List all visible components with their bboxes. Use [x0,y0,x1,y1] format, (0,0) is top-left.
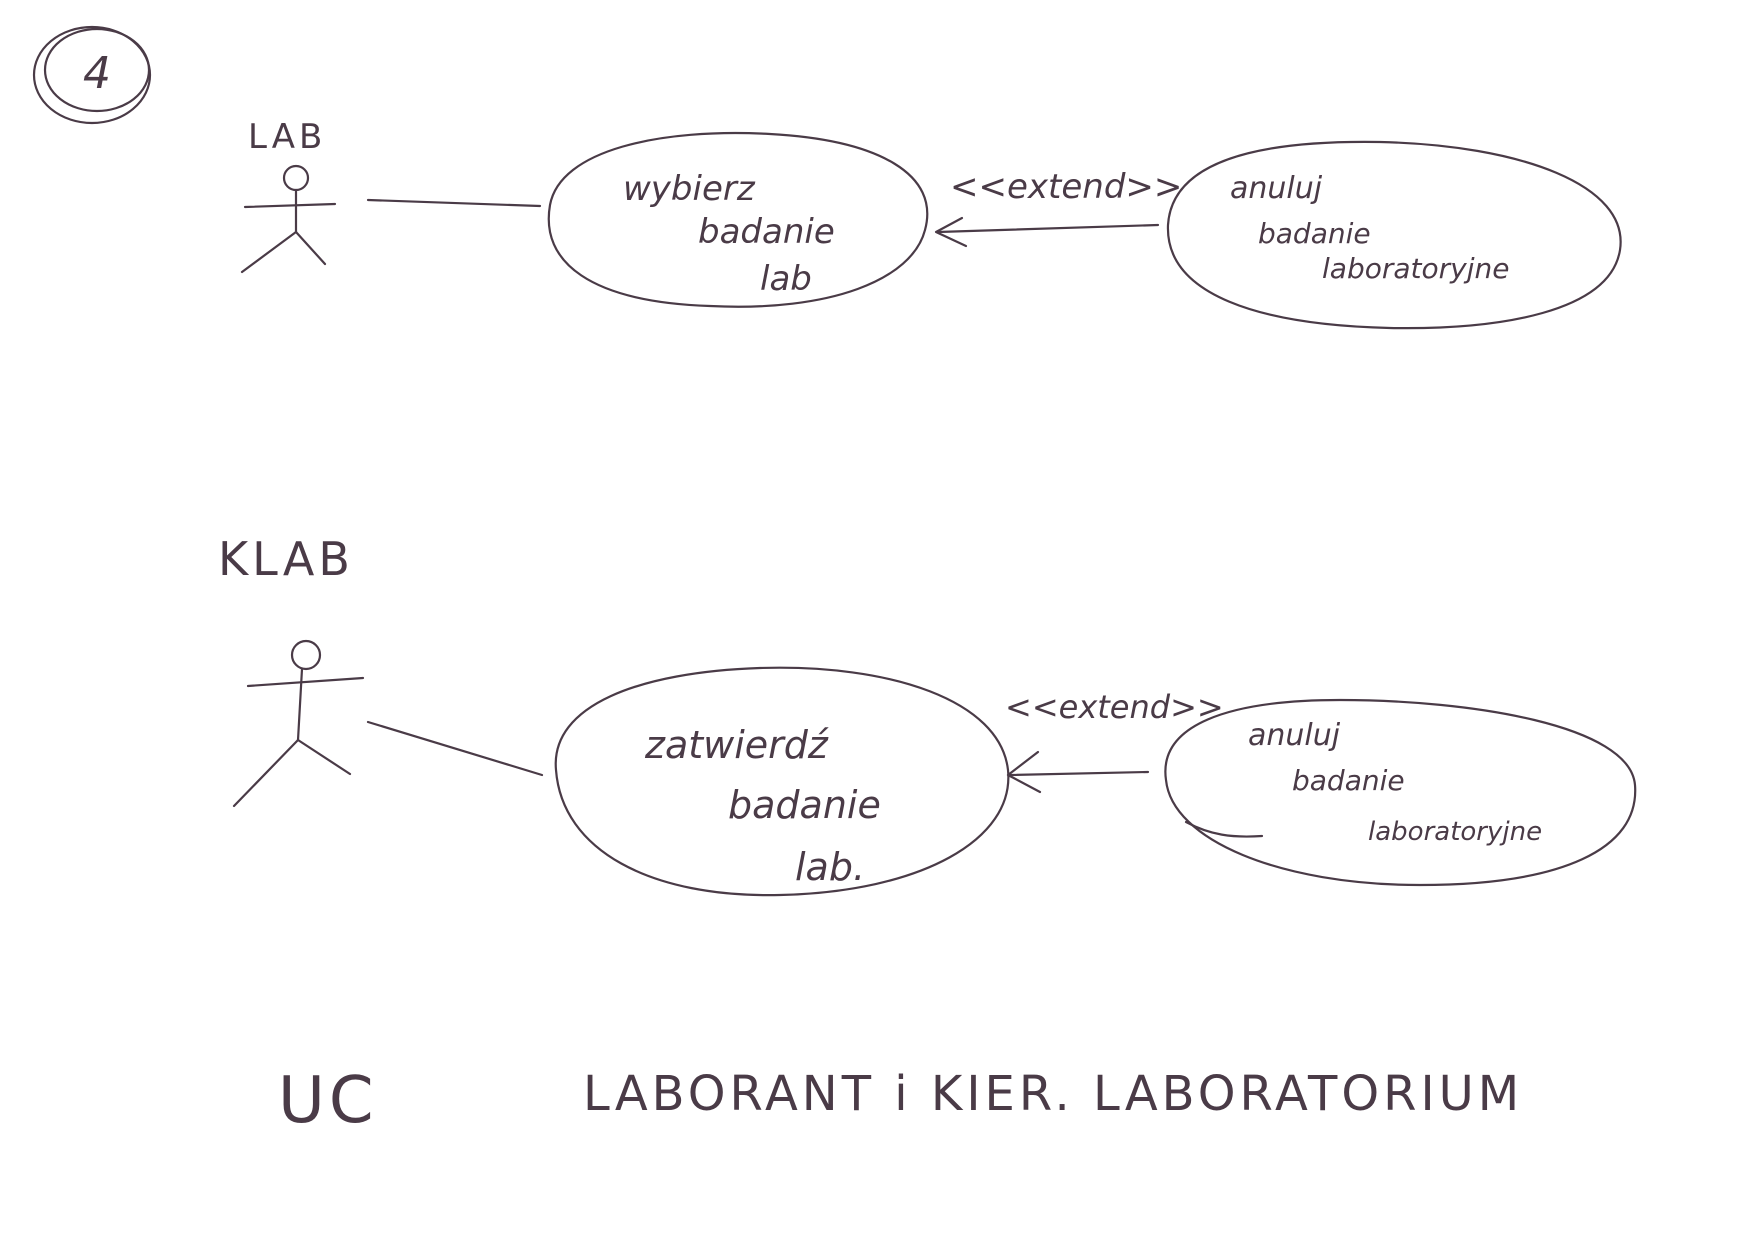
use-case-2-line-1: zatwierdź [644,723,829,767]
extension-ellipse-2: anuluj badanie laboratoryjne [1164,698,1637,887]
use-case-1-line-3: lab [760,259,812,299]
extension-1-line-3: laboratoryjne [1322,252,1509,285]
extension-1-line-1: anuluj [1230,171,1323,206]
extension-2-line-1: anuluj [1248,718,1341,753]
page-number: 4 [83,48,111,99]
extend-arrow-2 [1006,750,1150,794]
caption-prefix: UC [278,1064,378,1138]
extension-2-line-3: laboratoryjne [1368,817,1542,847]
extend-label-1: <<extend>> [950,167,1182,207]
use-case-1-line-1: wybierz [623,169,756,209]
use-case-2-line-3: lab. [795,845,865,889]
use-case-ellipse-1: wybierz badanie lab [547,131,929,308]
diagram-2: KLAB zatwierdź badanie lab. <<extend>> a… [218,532,1637,897]
use-case-1-line-2: badanie [698,212,835,252]
extension-ellipse-1: anuluj badanie laboratoryjne [1166,140,1622,330]
association-line-1 [366,198,542,208]
diagram-caption: UC LABORANT i KIER. LABORATORIUM [278,1064,1523,1138]
extend-label-2: <<extend>> [1005,688,1224,726]
use-case-ellipse-2: zatwierdź badanie lab. [554,666,1010,897]
extension-1-line-2: badanie [1258,217,1371,250]
use-case-2-line-2: badanie [728,783,881,827]
association-line-2 [366,720,544,777]
page-number-badge: 4 [32,25,152,125]
extension-2-line-2: badanie [1292,764,1405,797]
actor-figure-klab [232,639,365,808]
diagram-1: LAB wybierz badanie lab <<extend>> anulu… [240,117,1622,330]
caption-title: LABORANT i KIER. LABORATORIUM [583,1066,1523,1122]
extend-arrow-1 [934,216,1160,248]
actor-name-lab: LAB [248,117,326,157]
actor-figure-lab [240,164,337,274]
actor-name-klab: KLAB [218,532,354,586]
